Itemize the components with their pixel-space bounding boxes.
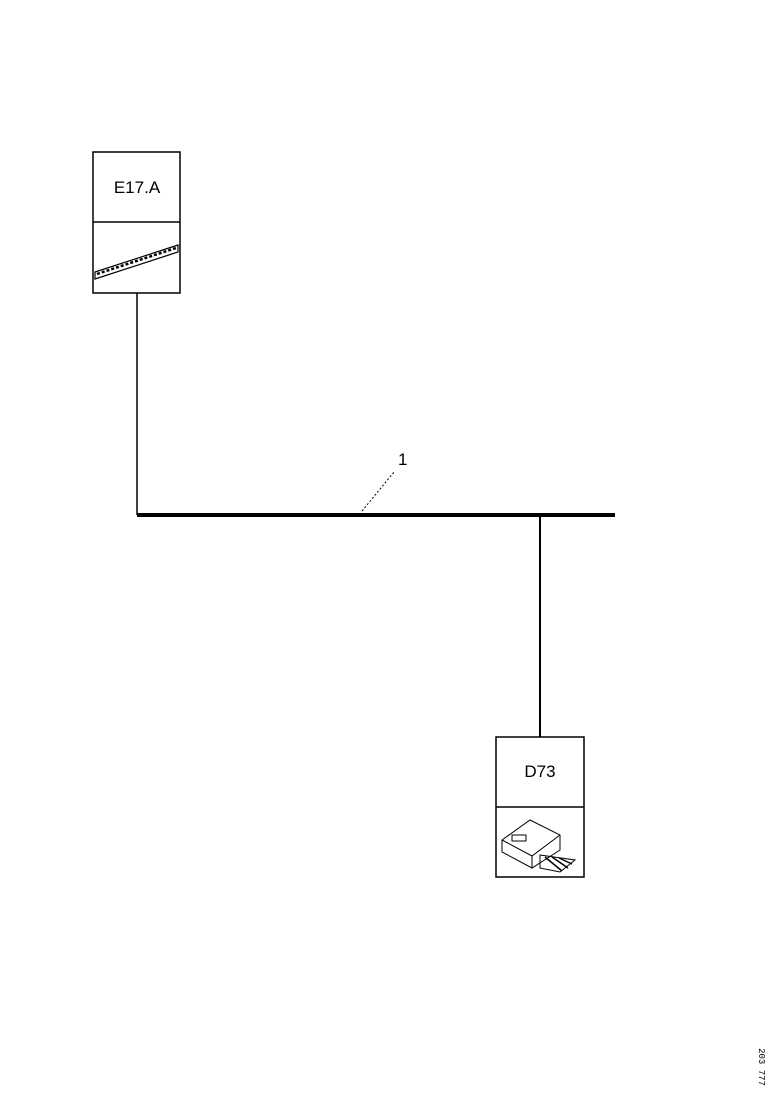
component-e17a-label: E17.A [114, 178, 161, 197]
wire-label: 1 [398, 450, 407, 469]
component-d73[interactable]: D73 [495, 736, 585, 878]
wire-label-leader [361, 471, 395, 512]
headlamp-connector-icon [94, 244, 179, 280]
component-e17a[interactable]: E17.A [92, 151, 181, 294]
component-d73-label: D73 [524, 762, 555, 781]
drawing-reference: 203 777 [755, 1048, 766, 1086]
multi-pin-connector-icon [501, 819, 577, 873]
